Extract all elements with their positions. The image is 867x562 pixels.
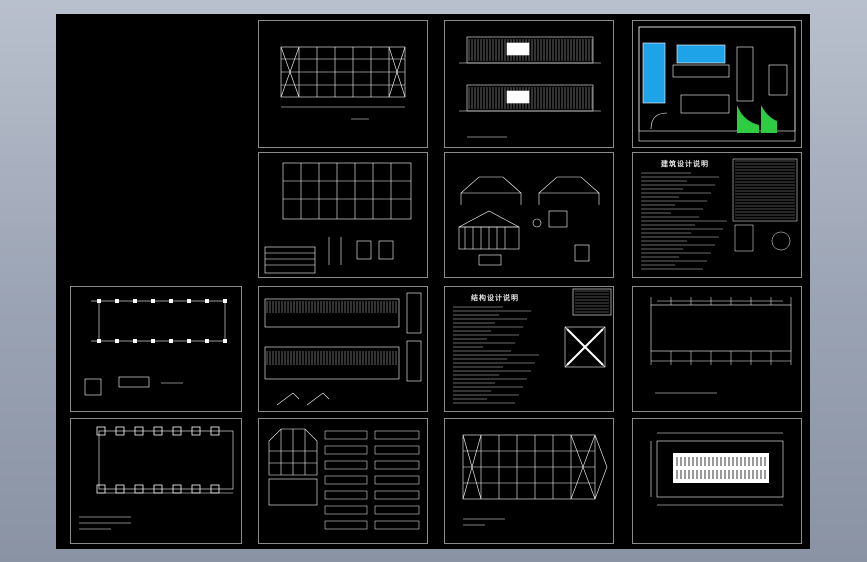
floor-plan-drawing xyxy=(650,297,792,394)
sheet-truss-details[interactable] xyxy=(444,152,614,278)
sheet-floor-plan[interactable] xyxy=(632,286,802,412)
drawing-canvas[interactable]: 建筑设计说明 xyxy=(56,14,810,549)
architectural-notes-drawing xyxy=(641,158,798,270)
truss-details-drawing xyxy=(458,176,600,266)
sheet-roof-truss-plan[interactable] xyxy=(258,20,428,148)
sheet-foundation-plan[interactable] xyxy=(70,286,242,412)
beam-details-drawing xyxy=(268,428,420,530)
sheet-architectural-notes[interactable]: 建筑设计说明 xyxy=(632,152,802,278)
roof-plan-drawing xyxy=(650,432,784,506)
column-plan-drawing xyxy=(264,162,412,274)
sheet-beam-details[interactable] xyxy=(258,418,428,544)
elevations-drawing xyxy=(459,36,601,138)
sheet-elevations-sections[interactable] xyxy=(258,286,428,412)
elevations-sections-drawing xyxy=(264,292,422,406)
purlin-plan-drawing xyxy=(462,434,608,526)
structural-notes-drawing xyxy=(453,288,612,404)
architectural-notes-title: 建筑设计说明 xyxy=(661,160,709,168)
site-plan-drawing xyxy=(638,26,796,142)
foundation-layout-drawing xyxy=(79,426,234,530)
roof-truss-plan-drawing xyxy=(280,46,406,120)
sheet-elevations[interactable] xyxy=(444,20,614,148)
foundation-plan-drawing xyxy=(84,299,227,396)
structural-notes-title: 结构设计说明 xyxy=(471,294,519,302)
sheet-roof-plan[interactable] xyxy=(632,418,802,544)
sheet-foundation-layout[interactable] xyxy=(70,418,242,544)
sheet-site-plan[interactable] xyxy=(632,20,802,148)
sheet-purlin-plan[interactable] xyxy=(444,418,614,544)
sheet-column-plan[interactable] xyxy=(258,152,428,278)
sheet-structural-notes[interactable]: 结构设计说明 xyxy=(444,286,614,412)
